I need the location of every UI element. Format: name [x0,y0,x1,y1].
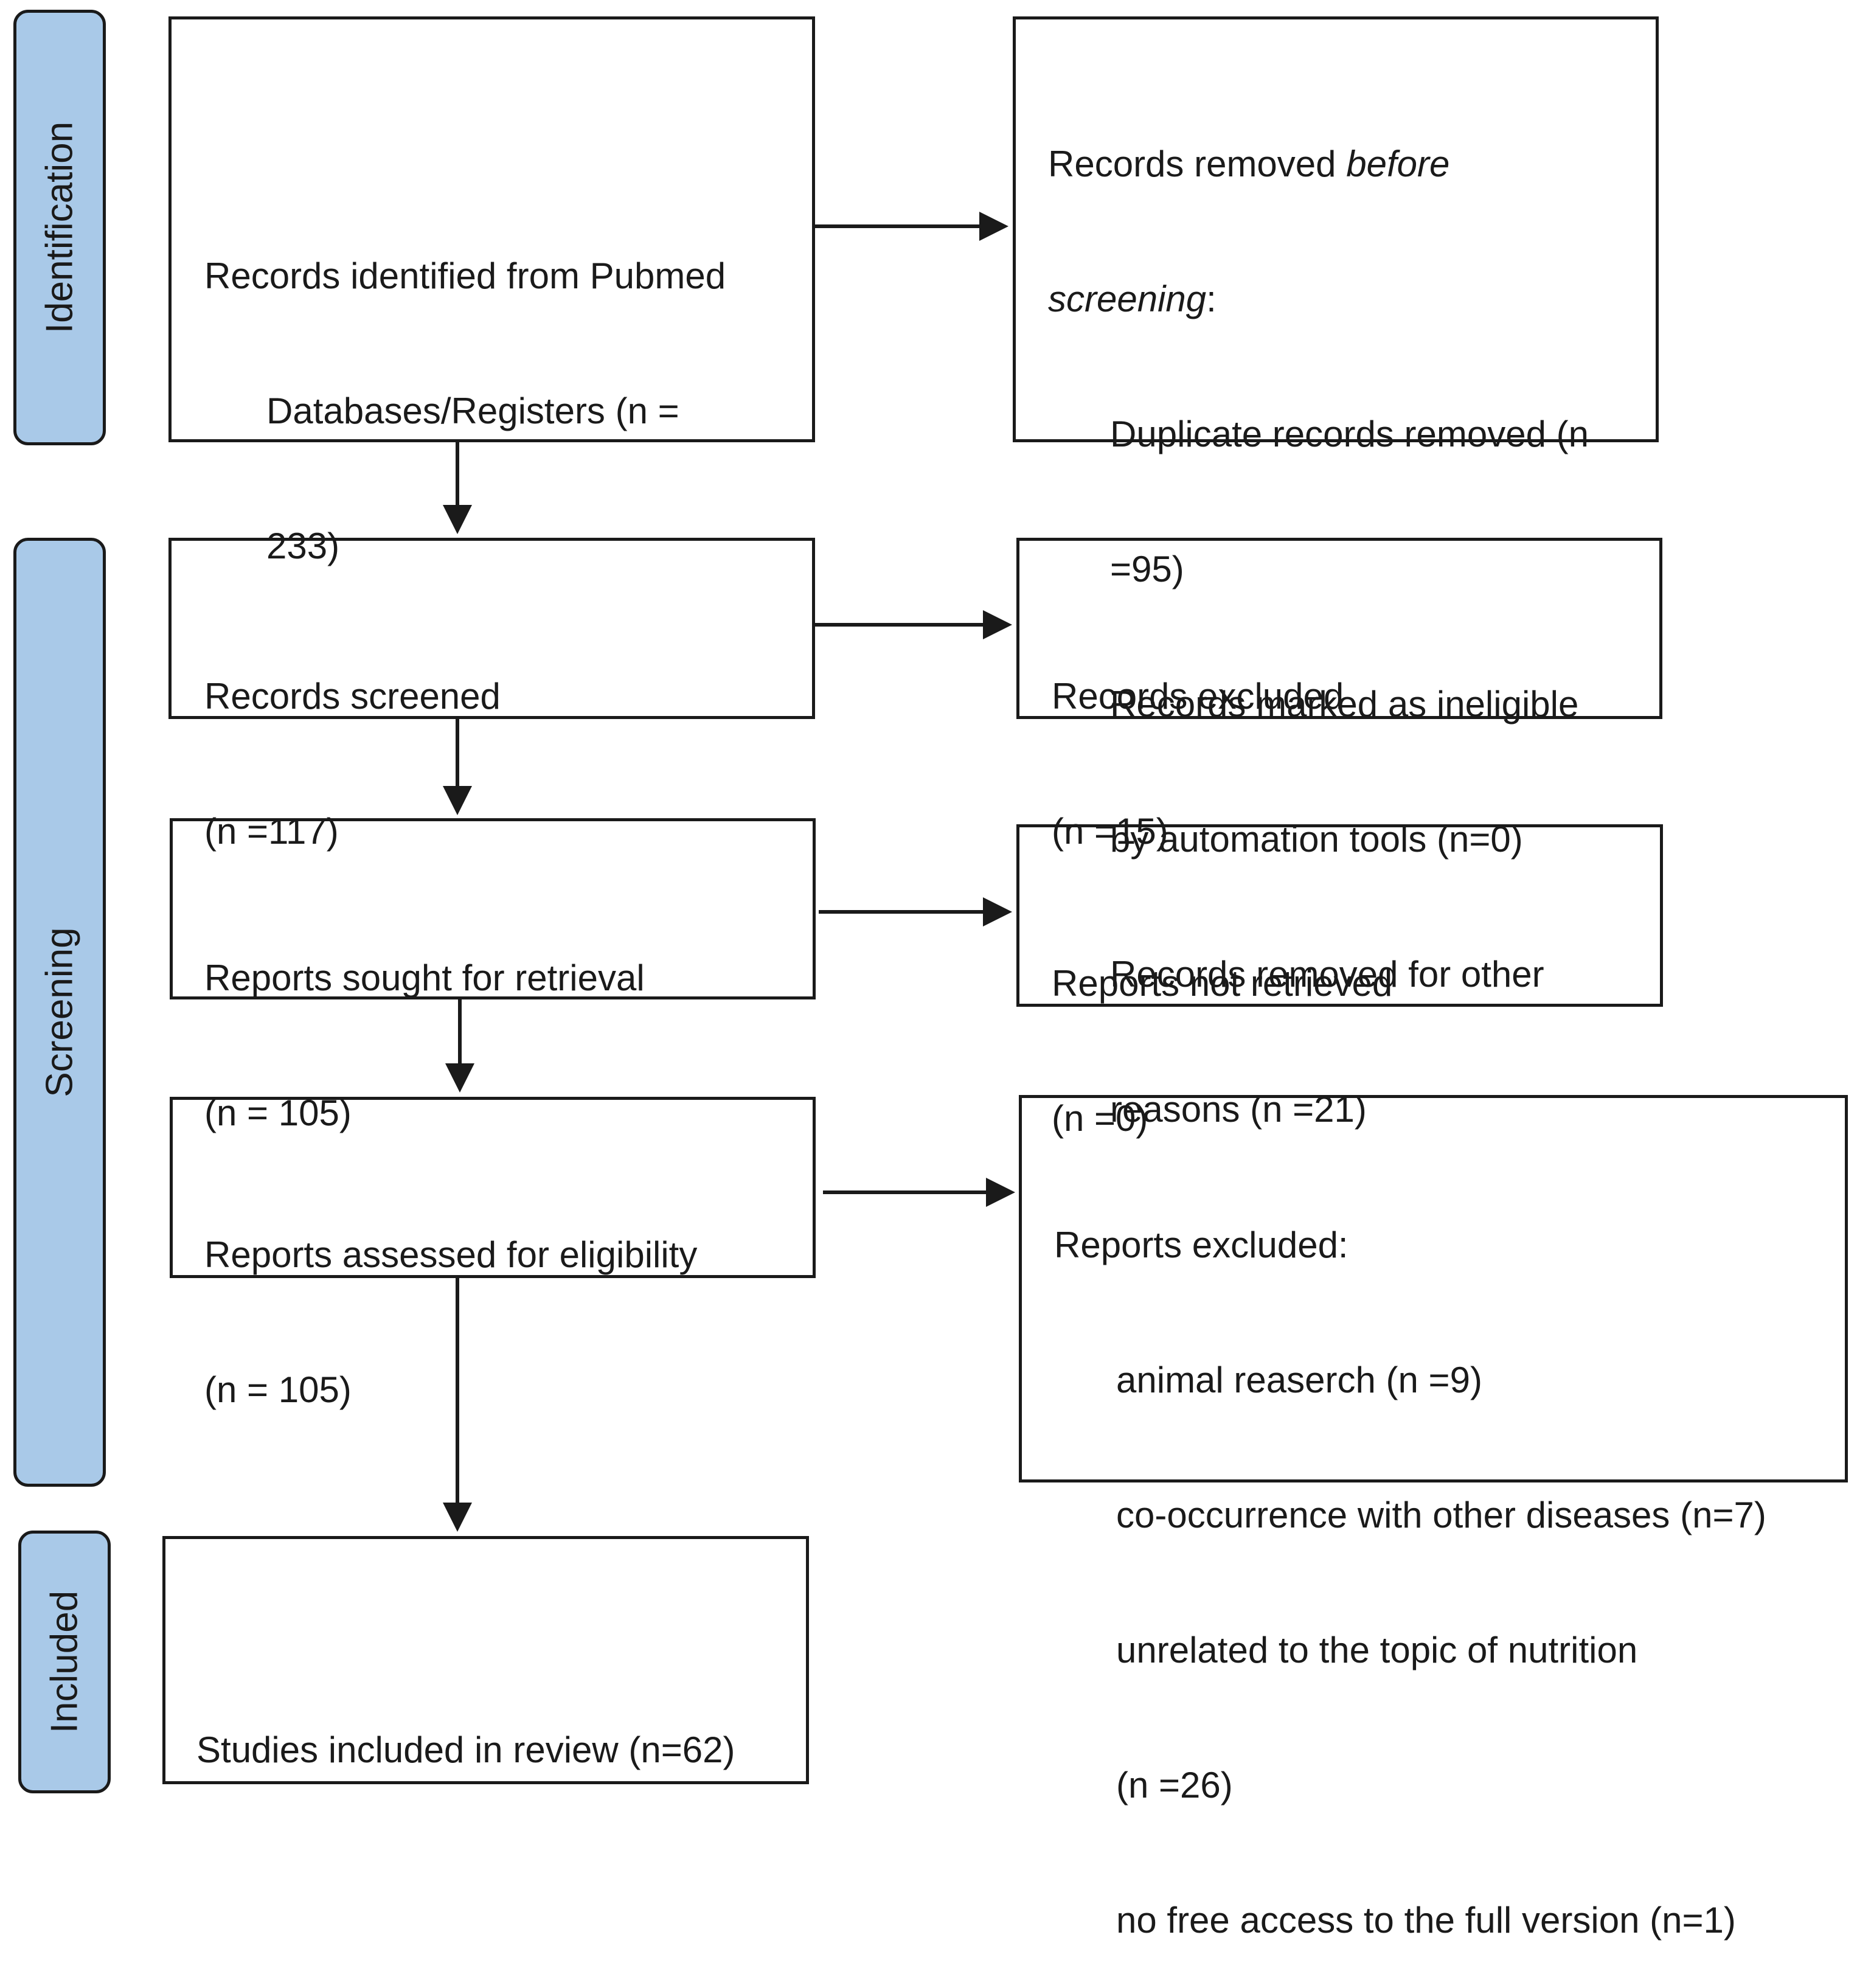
reports-assessed-count: (n = 105) [204,1369,352,1410]
phase-screening: Screening [13,538,106,1487]
reports-not-retrieved-count: (n =0) [1052,1098,1148,1139]
excluded-item-line: no free access to the full version (n=1) [1116,1900,1736,1941]
arrowhead [983,897,1012,926]
excluded-item-line: co-occurrence with other diseases (n=7) [1116,1495,1766,1535]
records-screened-label: Records screened [204,676,501,717]
records-screened-box [168,538,815,719]
records-removed-text: Records removed before screening: Duplic… [1048,52,1589,1177]
records-removed-heading: Records removed before [1048,144,1450,184]
removed-item-line: by automation tools (n=0) [1110,819,1523,860]
reports-not-retrieved-box [1016,824,1663,1007]
studies-included-label: Studies included in review (n=62) [196,1729,735,1770]
reports-sought-box [170,818,816,999]
arrowhead [983,610,1012,639]
removed-item-line: reasons (n =21) [1110,1089,1367,1130]
studies-included-text: Studies included in review (n=62) [196,1638,735,1818]
arrowhead [443,505,472,534]
studies-included-box [162,1536,809,1784]
reports-excluded-box [1019,1095,1848,1482]
removed-item-line: Records marked as ineligible [1110,684,1579,725]
reports-sought-label: Reports sought for retrieval [204,958,645,998]
reports-excluded-label: Reports excluded: [1054,1225,1348,1265]
excluded-item-line: (n =26) [1116,1765,1233,1806]
removed-item-line: =95) [1110,549,1184,589]
records-screened-count: (n =117) [204,811,339,852]
reports-sought-text: Reports sought for retrieval (n = 105) [204,866,645,1181]
excluded-item-line: unrelated to the topic of nutrition [1116,1630,1638,1670]
removed-item-line: Records removed for other [1110,954,1544,995]
records-excluded-label: Records excluded [1052,676,1344,717]
arrowhead [443,1503,472,1532]
flow-arrows [443,212,1015,1532]
removed-item-line: Duplicate records removed (n [1110,414,1589,454]
records-identified-line: Records identified from Pubmed [204,255,726,296]
reports-assessed-text: Reports assessed for eligibility (n = 10… [204,1142,697,1458]
records-identified-box [168,16,815,442]
records-identified-line: 233) [266,526,340,566]
arrowhead [443,786,472,815]
reports-sought-count: (n = 105) [204,1093,352,1133]
excluded-item-line: animal reaserch (n =9) [1116,1360,1482,1400]
arrowhead [986,1178,1015,1207]
reports-not-retrieved-label: Reports not retrieved [1052,963,1393,1004]
records-identified-line: Databases/Registers (n = [266,391,679,431]
reports-assessed-box [170,1097,816,1278]
records-excluded-text: Records excluded (n =15) [1052,584,1344,899]
records-screened-text: Records screened (n =117) [204,584,501,899]
records-removed-heading: screening: [1048,279,1217,319]
phase-identification: Identification [13,10,106,445]
records-identified-text: Records identified from Pubmed Databases… [204,164,726,614]
reports-not-retrieved-text: Reports not retrieved (n =0) [1052,871,1392,1186]
records-removed-box [1013,16,1659,442]
arrowhead [445,1063,474,1093]
records-excluded-count: (n =15) [1052,811,1168,852]
arrowhead [979,212,1008,241]
reports-assessed-label: Reports assessed for eligibility [204,1234,698,1275]
phase-included: Included [18,1531,111,1793]
records-excluded-box [1016,538,1662,719]
